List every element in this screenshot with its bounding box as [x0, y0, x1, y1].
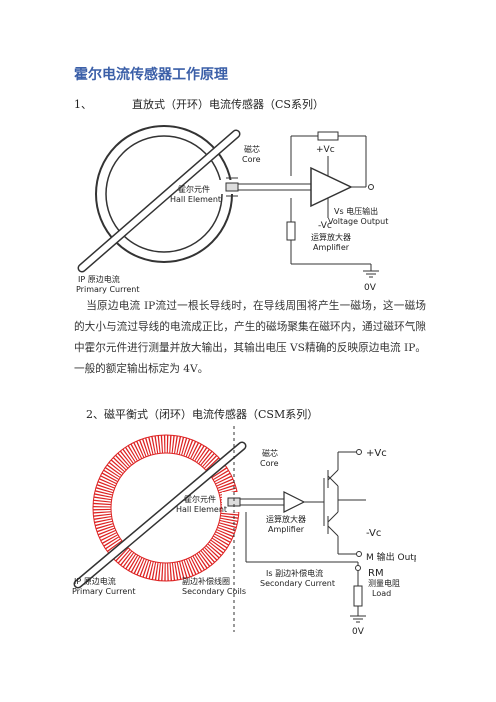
amp-label-cn: 运算放大器	[311, 232, 351, 242]
closed-loop-sensor-diagram: 磁芯 Core 霍尔元件 Hall Element 运算放大器 Amplifie…	[72, 426, 416, 637]
amp-label-en-2: Amplifier	[268, 525, 305, 534]
section-1-number: 1、	[74, 98, 92, 111]
vs-label: Vs 电压输出	[334, 206, 378, 216]
rm-label-en: Load	[372, 589, 391, 598]
primary-conductor-2	[73, 441, 247, 589]
ground-label-2: 0V	[352, 627, 365, 637]
amp-label-cn-2: 运算放大器	[266, 514, 306, 524]
is-label: Is 副边补偿电流	[266, 568, 323, 578]
vc-plus-label-2: +Vc	[366, 448, 387, 459]
core-label-en: Core	[242, 155, 261, 164]
rm-label-cn: 测量电阻	[368, 578, 400, 588]
hall-element	[225, 182, 239, 192]
transistor-pair	[323, 451, 356, 555]
core-label-en-2: Core	[260, 459, 279, 468]
ground-label: 0V	[364, 283, 377, 293]
description-paragraph: 当原边电流 IP流过一根长导线时，在导线周围将产生一磁场，这一磁场的大小与流过导…	[74, 300, 426, 375]
section-2-heading: 2、磁平衡式（闭环）电流传感器（CSM系列）	[86, 408, 319, 421]
coil-label-en: Secondary Coils	[182, 587, 246, 596]
ip-label-2: IP 原边电流	[74, 576, 116, 586]
secondary-coil-ring	[92, 434, 246, 582]
hall-label-en: Hall Element	[170, 195, 221, 204]
ip-label-en-2: Primary Current	[72, 587, 136, 596]
vs-label-en: Voltage Output	[328, 217, 388, 226]
open-loop-sensor-diagram: 磁芯 Core 霍尔元件 Hall Element +Vc -Vc 运算放大器 …	[76, 125, 388, 294]
core-label-cn: 磁芯	[244, 144, 260, 154]
vc-plus-label: +Vc	[316, 145, 335, 155]
ip-label-en: Primary Current	[76, 285, 140, 294]
is-label-en: Secondary Current	[260, 579, 335, 588]
section-1-heading: 直放式（开环）电流传感器（CS系列）	[132, 98, 324, 111]
amplifier-symbol	[310, 166, 353, 208]
core-label-cn-2: 磁芯	[262, 448, 278, 458]
ip-label: IP 原边电流	[78, 274, 120, 284]
rm-label: RM	[368, 568, 384, 579]
coil-label-cn: 副边补偿线圈	[182, 576, 230, 586]
page-title: 霍尔电流传感器工作原理	[74, 67, 228, 83]
amplifier-symbol-2	[283, 491, 306, 513]
hall-label-cn: 霍尔元件	[178, 184, 210, 194]
vc-minus-label-2: -Vc	[366, 528, 381, 539]
amp-label-en: Amplifier	[313, 243, 350, 252]
hall-label-en-2: Hall Element	[176, 505, 227, 514]
primary-conductor	[77, 129, 241, 273]
hall-label-cn-2: 霍尔元件	[184, 494, 216, 504]
m-output-label: M 输出 Output	[366, 551, 416, 563]
vc-minus-label: -Vc	[318, 221, 332, 231]
